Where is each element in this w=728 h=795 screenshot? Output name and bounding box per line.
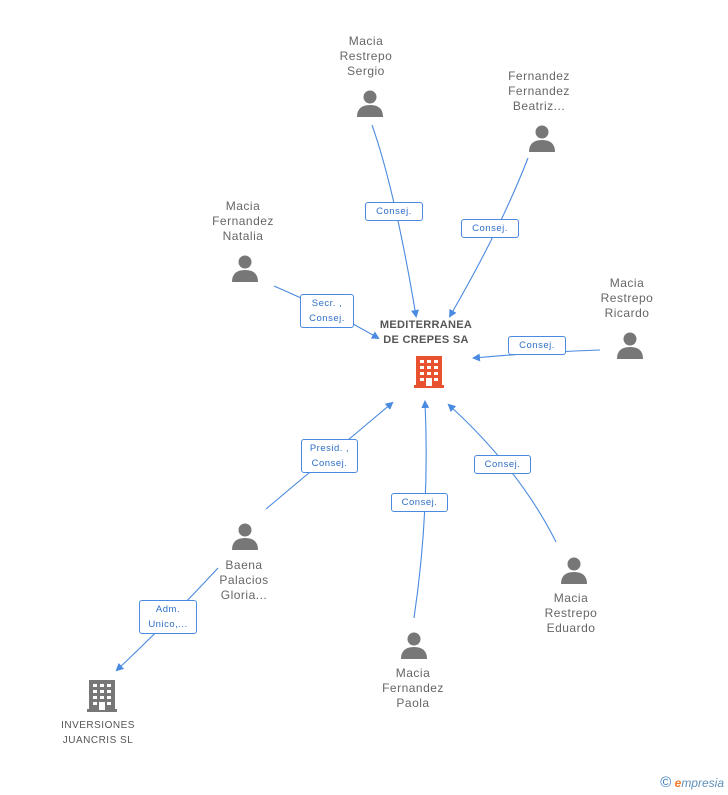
copyright-symbol: ©	[660, 774, 672, 791]
relation-label-gloria[interactable]: Presid. , Consej.	[301, 439, 358, 473]
person-name-line: Fernandez	[212, 214, 274, 228]
relation-text: Adm.	[155, 604, 181, 615]
person-label-beatriz[interactable]: Fernandez Fernandez Beatriz...	[479, 69, 599, 114]
relation-label-paola[interactable]: Consej.	[391, 493, 448, 512]
relation-text: Consej.	[401, 497, 438, 508]
other-company-building-icon	[87, 680, 117, 712]
relation-label-beatriz[interactable]: Consej.	[461, 219, 519, 238]
person-name-line: Fernandez	[382, 681, 444, 695]
person-name-line: Beatriz...	[512, 99, 566, 113]
person-icon-beatriz[interactable]	[529, 125, 555, 153]
person-name-line: Natalia	[222, 229, 264, 243]
relation-label-gloria-inversiones[interactable]: Adm. Unico,...	[139, 600, 197, 634]
person-icon-paola[interactable]	[401, 632, 427, 660]
person-name-line: Macia	[225, 199, 261, 213]
relation-text: Secr. ,	[311, 298, 343, 309]
relation-label-sergio[interactable]: Consej.	[365, 202, 423, 221]
person-label-sergio[interactable]: Macia Restrepo Sergio	[306, 34, 426, 79]
other-company-name-line2: JUANCRIS SL	[62, 735, 134, 746]
person-name-line: Restrepo	[544, 606, 598, 620]
person-icon-ricardo[interactable]	[617, 332, 643, 360]
relation-text: Consej.	[472, 223, 508, 234]
person-name-line: Sergio	[347, 64, 385, 78]
person-name-line: Fernandez	[508, 84, 570, 98]
person-name-line: Macia	[553, 591, 589, 605]
person-name-line: Eduardo	[546, 621, 596, 635]
relation-label-natalia[interactable]: Secr. , Consej.	[300, 294, 354, 328]
brand-logo-e: e	[674, 776, 682, 790]
person-name-line: Macia	[395, 666, 431, 680]
other-company-name-line1: INVERSIONES	[61, 720, 135, 731]
relation-label-ricardo[interactable]: Consej.	[508, 336, 566, 355]
person-label-eduardo[interactable]: Macia Restrepo Eduardo	[511, 591, 631, 636]
relation-text: Consej.	[376, 206, 412, 217]
relation-text: Presid. ,	[309, 443, 350, 454]
person-name-line: Palacios	[219, 573, 269, 587]
relation-text: Consej.	[484, 459, 521, 470]
relation-text: Consej.	[309, 313, 345, 324]
person-icon-sergio[interactable]	[357, 90, 383, 118]
main-company-building-icon	[414, 356, 444, 388]
person-name-line: Fernandez	[508, 69, 570, 83]
relation-text: Unico,...	[148, 619, 188, 630]
brand-logo-text: mpresia	[681, 776, 724, 790]
person-icon-gloria[interactable]	[232, 523, 258, 551]
person-name-line: Paola	[396, 696, 430, 710]
footer-watermark: © empresia	[660, 774, 724, 791]
person-name-line: Restrepo	[339, 49, 393, 63]
relation-text: Consej.	[519, 340, 555, 351]
person-icon-eduardo[interactable]	[561, 557, 587, 585]
relation-label-eduardo[interactable]: Consej.	[474, 455, 531, 474]
person-name-line: Macia	[348, 34, 384, 48]
person-name-line: Gloria...	[220, 588, 268, 602]
person-name-line: Ricardo	[604, 306, 650, 320]
person-name-line: Restrepo	[600, 291, 654, 305]
person-label-ricardo[interactable]: Macia Restrepo Ricardo	[567, 276, 687, 321]
main-company-name-line2: DE CREPES SA	[383, 334, 469, 346]
person-name-line: Baena	[225, 558, 263, 572]
person-name-line: Macia	[609, 276, 645, 290]
person-label-paola[interactable]: Macia Fernandez Paola	[353, 666, 473, 711]
main-company-name[interactable]: MEDITERRANEA DE CREPES SA	[366, 318, 486, 348]
other-company-name[interactable]: INVERSIONES JUANCRIS SL	[48, 718, 148, 748]
person-icon-natalia[interactable]	[232, 255, 258, 283]
person-label-natalia[interactable]: Macia Fernandez Natalia	[183, 199, 303, 244]
person-label-gloria[interactable]: Baena Palacios Gloria...	[184, 558, 304, 603]
main-company-name-line1: MEDITERRANEA	[379, 319, 473, 331]
relation-text: Consej.	[311, 458, 348, 469]
